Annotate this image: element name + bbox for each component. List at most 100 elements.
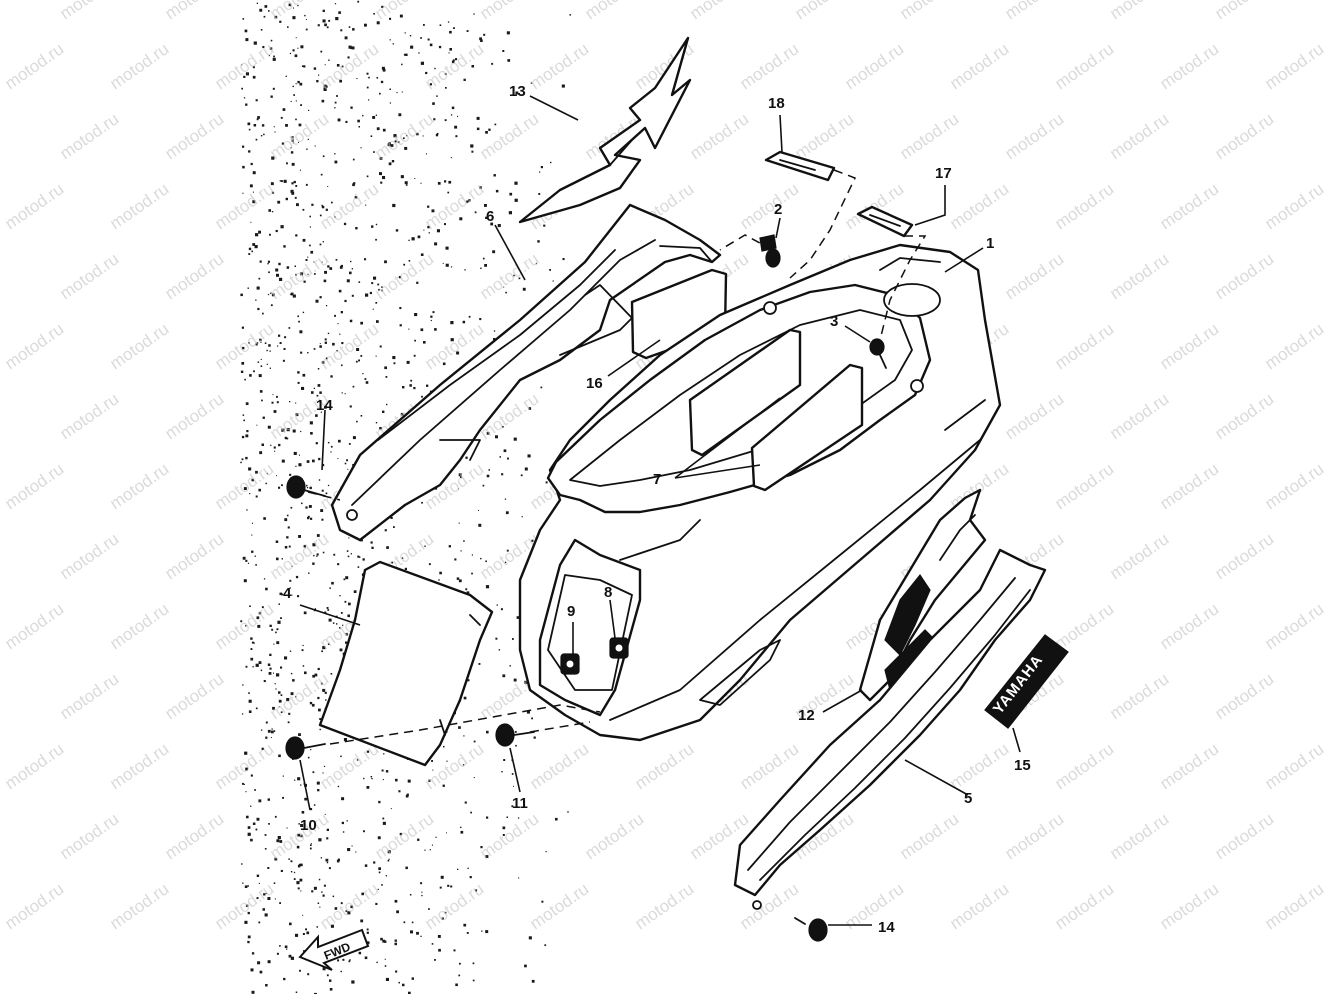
speckle (362, 373, 364, 375)
speckle (334, 314, 336, 317)
speckle (322, 9, 325, 12)
speckle (310, 432, 313, 435)
speckle (252, 171, 256, 175)
speckle (449, 30, 452, 34)
speckle (268, 10, 270, 12)
speckle (371, 282, 374, 285)
speckle (420, 253, 424, 256)
speckle (317, 902, 320, 904)
speckle (297, 381, 300, 384)
speckle (500, 608, 503, 611)
speckle (247, 911, 250, 915)
speckle (420, 935, 422, 937)
speckle (318, 708, 321, 712)
speckle (271, 293, 275, 297)
speckle (406, 360, 410, 364)
speckle (254, 789, 256, 791)
speckle (392, 203, 396, 208)
speckle (265, 984, 268, 987)
speckle (344, 299, 347, 303)
speckle (463, 923, 467, 927)
speckle (250, 774, 253, 777)
speckle (240, 370, 244, 373)
speckle (319, 296, 322, 299)
speckle (472, 979, 475, 982)
speckle (509, 192, 513, 196)
speckle (293, 94, 295, 96)
speckle (299, 169, 301, 171)
speckle (283, 179, 287, 183)
speckle (514, 731, 517, 733)
speckle (459, 217, 463, 221)
speckle (242, 346, 245, 350)
speckle (251, 250, 253, 253)
speckle (431, 844, 433, 846)
speckle (379, 172, 382, 176)
speckle (341, 65, 344, 68)
speckle (395, 778, 398, 782)
speckle (439, 24, 442, 26)
speckle (300, 824, 304, 827)
speckle (263, 680, 266, 683)
speckle (246, 430, 249, 433)
speckle (376, 961, 378, 964)
speckle (349, 405, 352, 408)
speckle (420, 37, 422, 39)
speckle (430, 319, 432, 322)
speckle (291, 565, 293, 567)
speckle (514, 198, 518, 202)
speckle (334, 160, 338, 164)
speckle (290, 506, 293, 509)
speckle (485, 930, 489, 934)
speckle (269, 653, 272, 656)
speckle (308, 109, 310, 111)
speckle (350, 46, 353, 49)
speckle (495, 435, 498, 439)
speckle (259, 8, 263, 12)
part-6-side-rail-cover (330, 203, 722, 542)
speckle (524, 467, 528, 471)
speckle (333, 553, 336, 556)
speckle (307, 256, 309, 258)
speckle (242, 145, 245, 148)
watermark-text: motod.ru (1, 739, 67, 793)
watermark-text: motod.ru (211, 739, 277, 793)
assembly-lines (307, 169, 927, 745)
speckle (347, 614, 350, 618)
speckle (366, 941, 370, 945)
speckle (253, 642, 255, 644)
speckle (297, 595, 300, 598)
speckle (302, 311, 305, 314)
speckle (345, 641, 348, 644)
speckle (481, 930, 483, 932)
speckle (261, 124, 265, 127)
speckle (269, 350, 271, 352)
watermark-text: motod.ru (631, 879, 697, 933)
speckle (322, 894, 325, 897)
speckle (304, 14, 306, 17)
speckle (366, 72, 369, 75)
speckle (351, 980, 355, 984)
speckle (380, 80, 384, 84)
watermark-text: motod.ru (1051, 599, 1117, 653)
speckle (250, 162, 253, 166)
watermark-text: motod.ru (161, 529, 227, 583)
speckle (382, 128, 386, 132)
watermark-text: motod.ru (1, 459, 67, 513)
speckle (287, 26, 289, 28)
speckle (421, 894, 423, 897)
speckle (273, 446, 276, 449)
speckle (295, 465, 297, 467)
speckle (290, 147, 292, 149)
watermark-text: motod.ru (1261, 739, 1325, 793)
watermark-text: motod.ru (1156, 879, 1222, 933)
speckle (325, 492, 328, 495)
speckle (244, 920, 248, 924)
speckle (379, 92, 381, 95)
speckle (349, 271, 352, 275)
speckle (404, 146, 408, 150)
speckle (420, 328, 424, 332)
speckle (286, 266, 290, 269)
watermark-text: motod.ru (1156, 179, 1222, 233)
speckle (278, 603, 280, 605)
